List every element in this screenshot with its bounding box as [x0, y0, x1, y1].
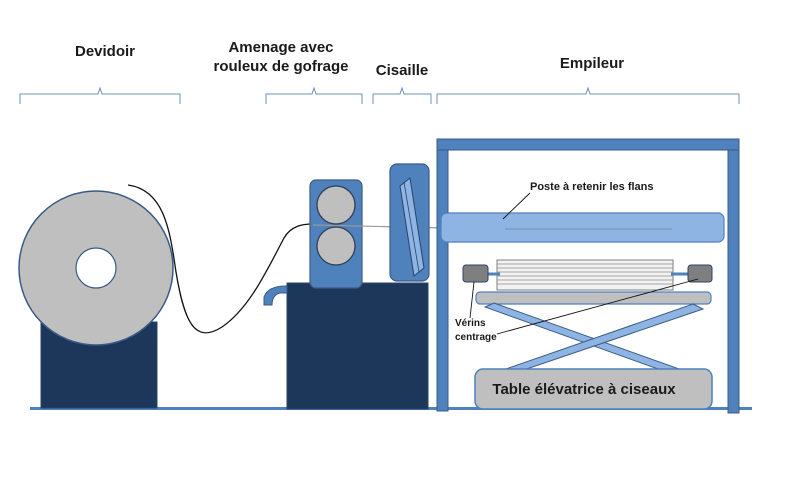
lift-top-platform: [475, 291, 712, 305]
header-amenage-line2: rouleux de gofrage: [213, 58, 348, 75]
feeder-base: [286, 282, 429, 410]
right-centering-cylinder: [687, 264, 713, 283]
metal-strip: [127, 184, 314, 334]
leader-poste: [502, 192, 531, 220]
scissor-arm-b: [501, 303, 705, 375]
header-amenage-line1: Amenage avec: [228, 39, 333, 56]
label-table: Table élévatrice à ciseaux: [492, 381, 676, 398]
lower-roller: [316, 226, 356, 266]
brace-empileur: [436, 86, 740, 104]
header-empileur: Empileur: [560, 55, 624, 72]
leader-verins-left: [469, 281, 475, 319]
brace-devidoir: [19, 86, 181, 104]
coil-hub: [75, 247, 117, 289]
feeder-guide: [263, 285, 288, 306]
upper-roller: [316, 185, 356, 225]
blank-stack: [496, 259, 674, 291]
lift-table-base: [474, 368, 713, 410]
label-poste: Poste à retenir les flans: [530, 181, 654, 193]
label-verins-line1: Vérins: [455, 318, 486, 329]
frame-left-post: [436, 138, 449, 412]
brace-cisaille: [372, 86, 432, 104]
scissor-arm-a: [483, 302, 684, 375]
left-centering-cylinder: [462, 264, 489, 283]
header-devidoir: Devidoir: [75, 43, 135, 60]
leader-verins-right: [496, 278, 699, 335]
header-cisaille: Cisaille: [376, 62, 429, 79]
blank-holding-station: [440, 212, 725, 243]
shear-blade-edge: [403, 181, 420, 273]
frame-right-post: [727, 138, 740, 414]
label-verins-line2: centrage: [455, 332, 497, 343]
frame-top-beam: [436, 138, 740, 151]
brace-amenage: [265, 86, 363, 104]
shear-blade: [399, 177, 425, 277]
